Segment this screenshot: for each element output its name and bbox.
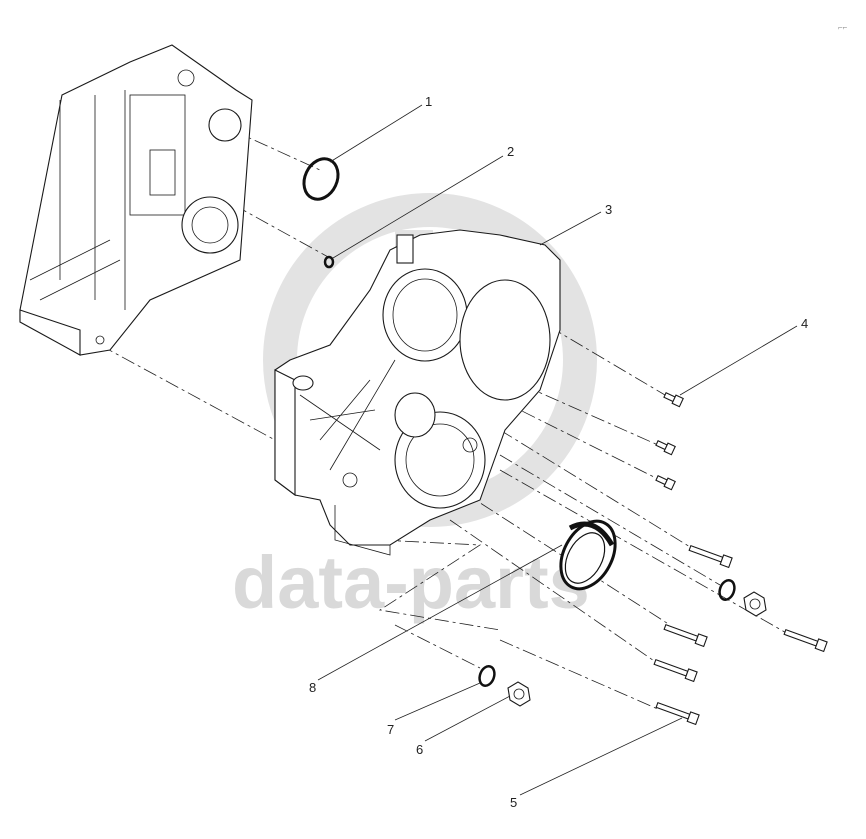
assembly-lines: [99, 129, 791, 711]
engine-block: [19, 44, 253, 356]
small-o-ring-icon: [323, 255, 335, 269]
callout-7: 7: [387, 722, 394, 737]
callout-6: 6: [416, 742, 423, 757]
oil-seal-icon: [559, 519, 617, 591]
corner-mark: ⌐⌐: [838, 23, 848, 32]
gear-housing: [274, 229, 561, 556]
plug-upper-icon: [743, 591, 767, 617]
callout-2: 2: [507, 144, 514, 159]
plug-icon: [507, 681, 531, 707]
callout-4: 4: [801, 316, 808, 331]
leader-lines: [317, 104, 798, 796]
callout-8: 8: [309, 680, 316, 695]
seal-ring-icon: [478, 665, 496, 687]
o-ring-icon: [302, 157, 340, 201]
seal-ring-upper-icon: [718, 579, 736, 601]
long-bolt-icon: [653, 544, 828, 726]
watermark-text: data-parts: [232, 541, 590, 624]
callout-3: 3: [605, 202, 612, 217]
callout-1: 1: [425, 94, 432, 109]
callout-labels: 1 2 3 4 5 6 7 8: [309, 94, 808, 810]
callout-5: 5: [510, 795, 517, 810]
flange-bolt-icon: [655, 392, 684, 491]
